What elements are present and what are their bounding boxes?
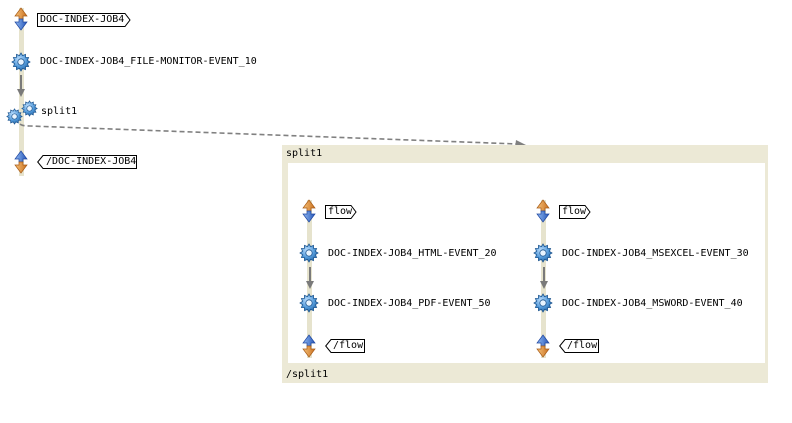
- gear-icon[interactable]: [533, 243, 553, 263]
- end-arrows-icon[interactable]: [13, 150, 29, 174]
- left-flow-end-flag[interactable]: /flow: [325, 339, 365, 353]
- split-panel-body: [288, 163, 765, 363]
- down-arrow-icon: [16, 74, 26, 98]
- start-arrows-icon[interactable]: [13, 7, 29, 31]
- right-flow-end-flag[interactable]: /flow: [559, 339, 599, 353]
- end-flag[interactable]: /DOC-INDEX-JOB4: [37, 155, 137, 169]
- gear-icon[interactable]: [11, 52, 31, 72]
- split-panel-footer: /split1: [286, 369, 329, 380]
- start-label: DOC-INDEX-JOB4: [40, 14, 125, 25]
- left-flow-start-label: flow: [328, 206, 353, 217]
- file-monitor-event-label[interactable]: DOC-INDEX-JOB4_FILE-MONITOR-EVENT_10: [40, 56, 257, 67]
- flow-start-arrows-icon[interactable]: [301, 199, 317, 223]
- gear-icon[interactable]: [299, 243, 319, 263]
- down-arrow-icon: [305, 266, 315, 290]
- right-flow-end-label: /flow: [567, 340, 598, 351]
- msword-event-label[interactable]: DOC-INDEX-JOB4_MSWORD-EVENT_40: [562, 298, 743, 309]
- split-label[interactable]: split1: [41, 106, 78, 117]
- msexcel-event-label[interactable]: DOC-INDEX-JOB4_MSEXCEL-EVENT_30: [562, 248, 749, 259]
- pdf-event-label[interactable]: DOC-INDEX-JOB4_PDF-EVENT_50: [328, 298, 491, 309]
- left-flow-end-label: /flow: [333, 340, 364, 351]
- gear-icon[interactable]: [533, 293, 553, 313]
- flow-end-arrows-icon[interactable]: [535, 334, 551, 358]
- flow-end-arrows-icon[interactable]: [301, 334, 317, 358]
- flow-start-arrows-icon[interactable]: [535, 199, 551, 223]
- start-flag[interactable]: DOC-INDEX-JOB4: [37, 13, 131, 27]
- gear-icon[interactable]: [299, 293, 319, 313]
- right-flow-start-label: flow: [562, 206, 587, 217]
- end-label: /DOC-INDEX-JOB4: [46, 156, 137, 167]
- down-arrow-icon: [539, 266, 549, 290]
- split-panel-title: split1: [286, 148, 323, 159]
- left-flow-start-flag[interactable]: flow: [325, 205, 357, 219]
- right-flow-start-flag[interactable]: flow: [559, 205, 591, 219]
- html-event-label[interactable]: DOC-INDEX-JOB4_HTML-EVENT_20: [328, 248, 497, 259]
